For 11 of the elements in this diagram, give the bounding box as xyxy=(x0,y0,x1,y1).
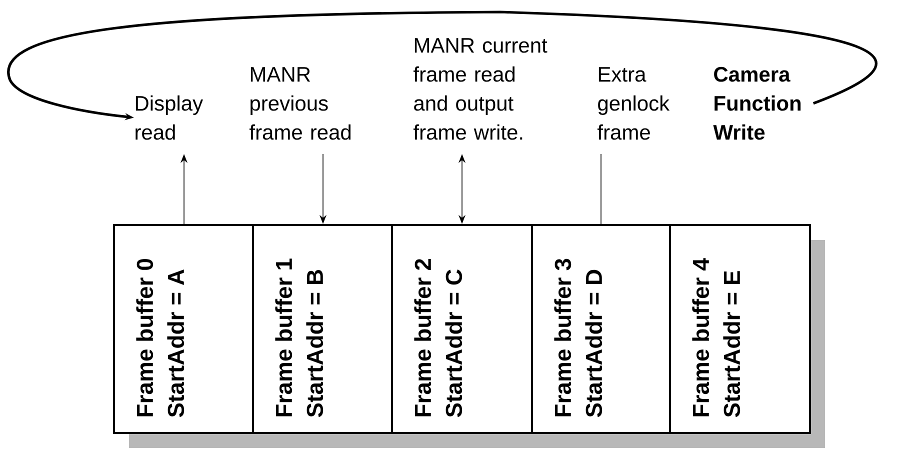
label-text: Camera Function Write xyxy=(713,66,801,140)
connector-line xyxy=(600,154,602,224)
frame-buffer-box: Frame buffer 3 StartAddr = D xyxy=(531,224,671,434)
label-text: Extra genlock frame xyxy=(598,67,670,140)
label-text: MANR current frame read and output frame write. xyxy=(414,38,548,140)
frame-buffer-box: Frame buffer 1 StartAddr = B xyxy=(252,224,393,434)
frame-buffer-box: Frame buffer 2 StartAddr = C xyxy=(391,224,533,434)
label-text: MANR previous frame read xyxy=(250,67,351,140)
label-text: Display read xyxy=(136,95,203,140)
frame-buffer-box: Frame buffer 0 StartAddr = A xyxy=(113,224,254,434)
frame-buffer-box: Frame buffer 4 StartAddr = E xyxy=(669,224,811,434)
